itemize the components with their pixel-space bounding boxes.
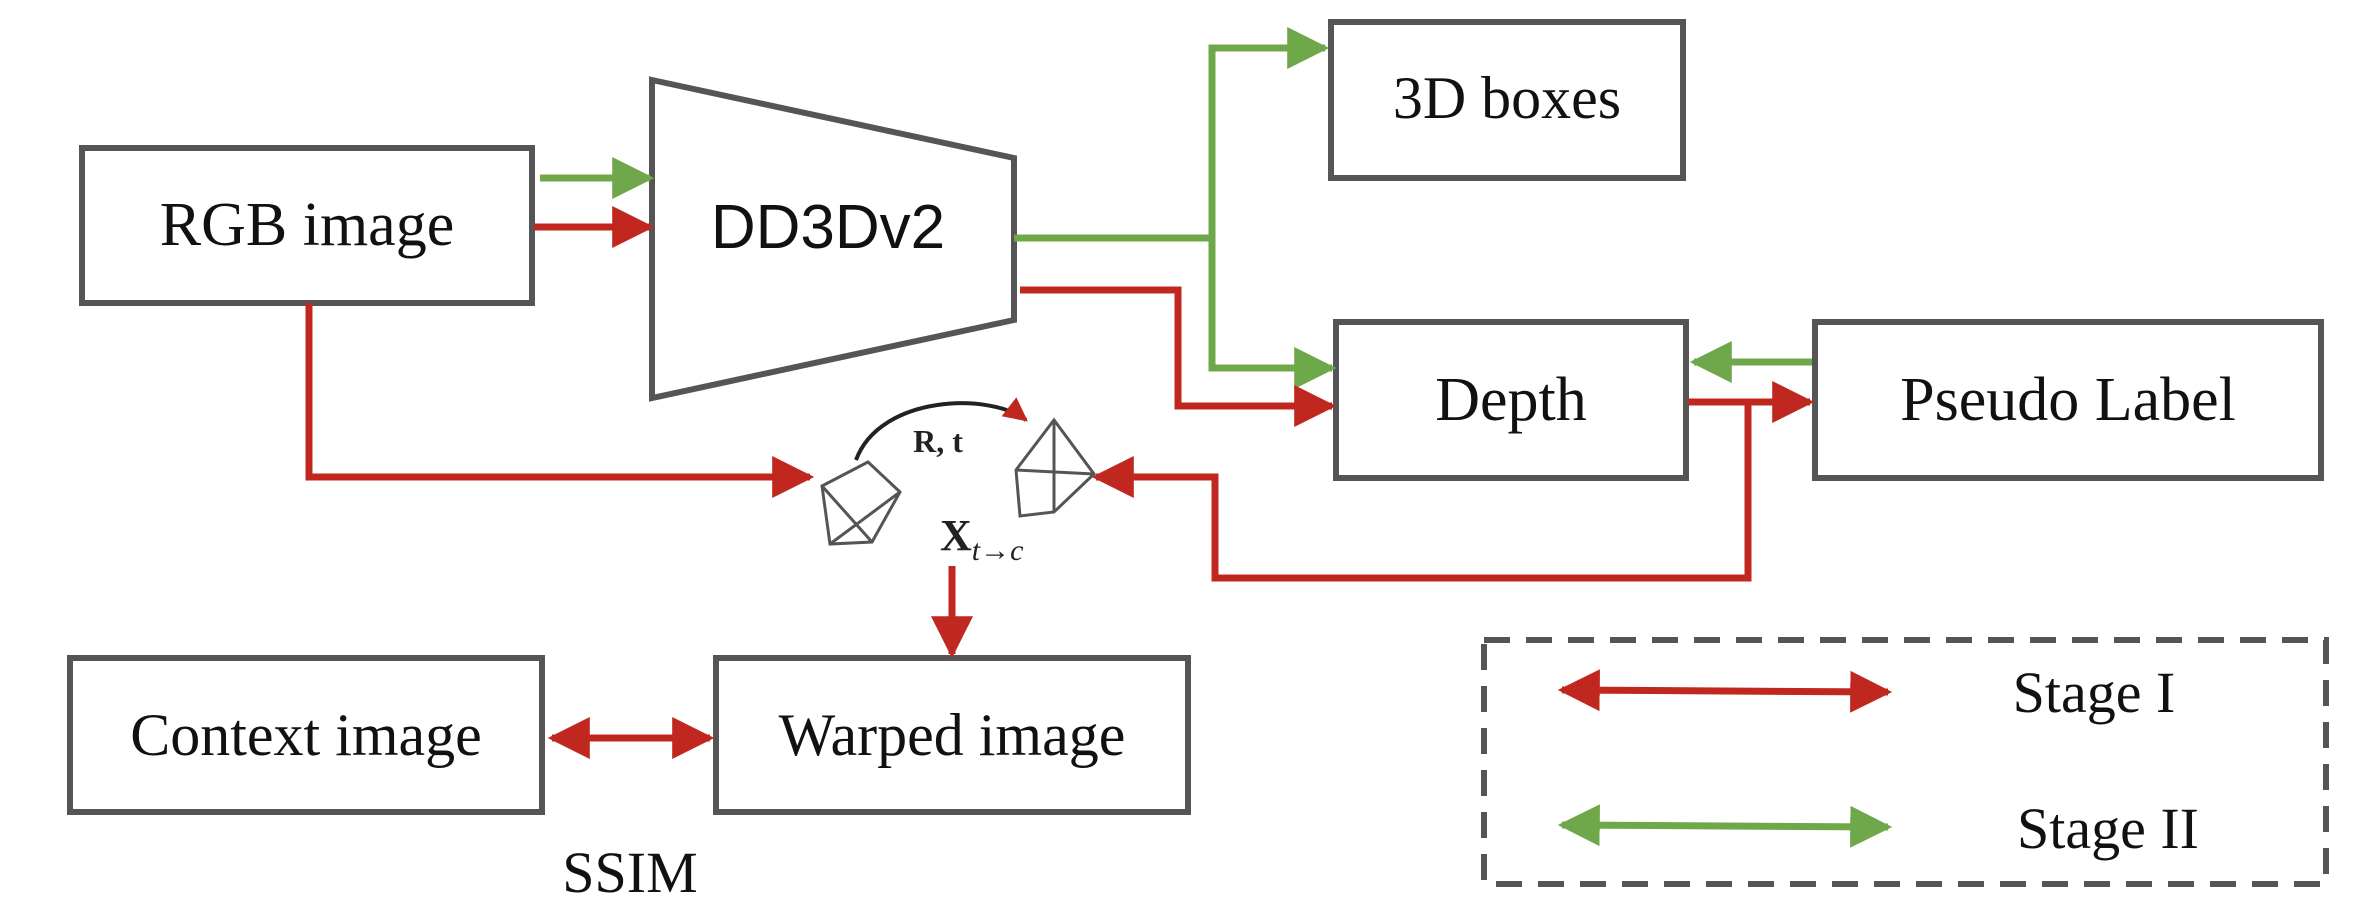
depth-feedback-red-arrow (1091, 402, 1752, 582)
rgb-image-label: RGB image (160, 191, 454, 259)
pose-transform-curve-arrow (854, 397, 1028, 461)
3d-boxes-box (1328, 19, 1686, 181)
legend-stage2-arrow (1557, 804, 1893, 848)
depth-box (1333, 319, 1689, 481)
warp-subscript: t→c (972, 534, 1024, 567)
context-image-box (67, 655, 545, 815)
pseudo-label-label: Pseudo Label (1900, 366, 2236, 434)
warp-transform-label: Xt→c (940, 511, 1023, 567)
target-camera-icon (1014, 417, 1096, 518)
legend-stage1-arrow (1557, 669, 1893, 713)
model-to-depth-red-arrow (1020, 286, 1337, 427)
source-camera-icon (820, 460, 902, 546)
legend-box (1481, 637, 2329, 887)
warp-symbol: X (940, 511, 972, 560)
context-image-label: Context image (130, 702, 482, 768)
ssim-label: SSIM (562, 840, 697, 905)
dd3dv2-encoder-shape (649, 76, 1017, 402)
rgb-to-pose-red-arrow (305, 303, 815, 498)
pseudo-label-box (1812, 319, 2324, 481)
rgb-image-box (79, 145, 535, 306)
rotation-translation-label: R, t (913, 423, 963, 459)
3d-boxes-label: 3D boxes (1393, 65, 1621, 131)
warped-image-label: Warped image (779, 702, 1126, 768)
legend-stage2-label: Stage II (2017, 796, 2199, 861)
warped-image-box (713, 655, 1191, 815)
green-to-3d-boxes-arrow (1208, 27, 1330, 238)
dd3dv2-label: DD3Dv2 (711, 193, 945, 262)
depth-label: Depth (1435, 366, 1587, 434)
legend-stage1-label: Stage I (2013, 660, 2176, 725)
green-to-depth-arrow (1208, 238, 1337, 389)
